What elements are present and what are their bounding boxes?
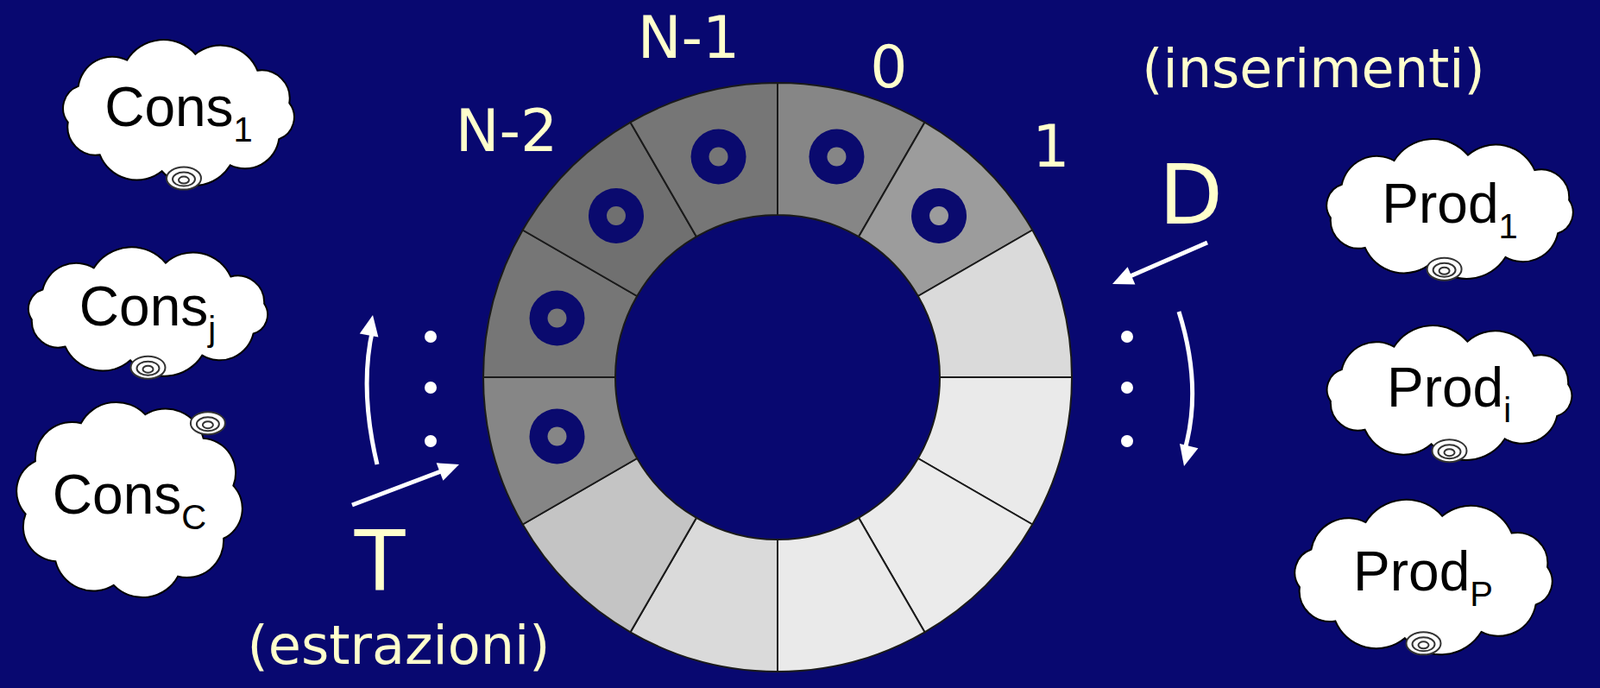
process-icon bbox=[166, 166, 202, 189]
process-name-text: Cons bbox=[79, 275, 208, 338]
process-icon bbox=[172, 171, 196, 186]
process-name-text: Cons bbox=[104, 75, 234, 139]
process-index: j bbox=[207, 309, 216, 348]
cloud-shape bbox=[1294, 498, 1552, 654]
slot-label: N-2 bbox=[455, 101, 559, 161]
ellipsis-dot bbox=[424, 330, 437, 343]
process-icon bbox=[1439, 267, 1450, 275]
slot-label: 0 bbox=[869, 37, 908, 97]
buffer-slot bbox=[483, 377, 637, 525]
process-cloud: Consj bbox=[12, 245, 284, 378]
token bbox=[529, 408, 586, 464]
process-name: Prod1 bbox=[1381, 173, 1518, 234]
token-hole bbox=[606, 206, 626, 226]
process-icon bbox=[1411, 636, 1435, 651]
token bbox=[911, 188, 967, 244]
buffer-slot bbox=[630, 82, 779, 237]
arrow-head bbox=[1112, 266, 1135, 284]
process-cloud: ConsC bbox=[6, 396, 252, 604]
slot-label: (estrazioni) bbox=[247, 618, 551, 673]
slot-label: N-1 bbox=[637, 8, 741, 68]
process-icon bbox=[178, 176, 189, 183]
process-cloud: Prod1 bbox=[1311, 137, 1588, 281]
arrow-head bbox=[359, 314, 379, 338]
buffer-slot bbox=[918, 230, 1072, 378]
token-hole bbox=[826, 147, 846, 167]
arrow-head bbox=[436, 462, 460, 481]
process-index: 1 bbox=[233, 110, 253, 149]
process-icon bbox=[142, 365, 153, 373]
direction-arrow bbox=[1178, 311, 1193, 453]
slot-label: 1 bbox=[1032, 117, 1070, 177]
ellipsis-dot bbox=[1121, 434, 1134, 448]
token bbox=[808, 129, 864, 185]
process-icon bbox=[1431, 439, 1467, 462]
ellipsis-dot bbox=[424, 434, 437, 448]
token-hole bbox=[709, 147, 729, 167]
process-icon bbox=[1443, 448, 1455, 456]
process-name-text: Prod bbox=[1386, 356, 1504, 419]
process-icon bbox=[1417, 641, 1429, 649]
direction-arrow bbox=[366, 328, 378, 465]
ellipsis-dot bbox=[1121, 381, 1134, 394]
token-hole bbox=[548, 308, 567, 328]
process-icon bbox=[190, 411, 226, 435]
slot-label: (inserimenti) bbox=[1141, 42, 1485, 96]
process-cloud: Prodi bbox=[1311, 323, 1588, 462]
process-icon bbox=[1433, 263, 1456, 278]
process-icon bbox=[1427, 258, 1462, 281]
pointer-arrow bbox=[352, 469, 445, 505]
process-cloud: Cons1 bbox=[49, 36, 309, 189]
process-icon bbox=[136, 361, 159, 376]
token-hole bbox=[548, 426, 567, 446]
process-name-text: Prod bbox=[1353, 540, 1470, 603]
process-name: ProdP bbox=[1353, 541, 1493, 602]
process-name-text: Prod bbox=[1381, 172, 1499, 235]
process-icon bbox=[202, 421, 214, 429]
arrow-head bbox=[1179, 443, 1198, 467]
process-name-text: Cons bbox=[52, 463, 182, 526]
process-cloud: ProdP bbox=[1280, 497, 1567, 656]
process-name: ConsC bbox=[52, 464, 207, 525]
process-name: Cons1 bbox=[104, 76, 253, 138]
process-icon bbox=[1405, 631, 1441, 655]
process-icon bbox=[1437, 444, 1461, 459]
slot-label: T bbox=[354, 519, 406, 603]
process-icon bbox=[196, 416, 220, 431]
token bbox=[588, 188, 644, 244]
process-index: i bbox=[1503, 390, 1512, 429]
buffer-slot bbox=[777, 517, 926, 672]
token bbox=[529, 290, 586, 347]
token-hole bbox=[929, 206, 949, 226]
process-name: Consj bbox=[79, 276, 216, 337]
slot-label: D bbox=[1159, 153, 1223, 237]
process-icon bbox=[130, 356, 165, 379]
process-name: Prodi bbox=[1386, 357, 1512, 418]
pointer-arrow bbox=[1126, 242, 1208, 278]
process-index: C bbox=[181, 497, 207, 536]
cloud-shape bbox=[16, 402, 243, 598]
ellipsis-dot bbox=[1121, 330, 1134, 343]
cloud-shape bbox=[62, 38, 295, 185]
token bbox=[691, 129, 747, 185]
ellipsis-dot bbox=[424, 381, 437, 394]
process-index: 1 bbox=[1498, 207, 1518, 246]
process-index: P bbox=[1469, 574, 1493, 613]
